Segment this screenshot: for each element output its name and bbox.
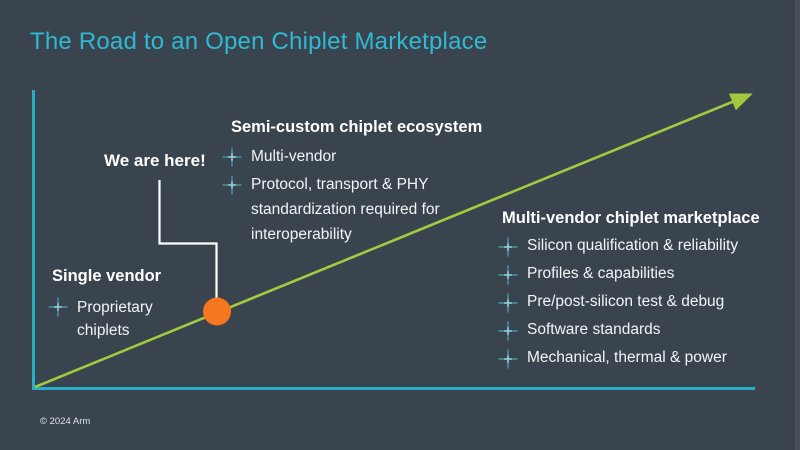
list-item: Proprietary chiplets (48, 296, 218, 342)
list-item: Software standards (498, 320, 788, 341)
stage-marketplace: Multi-vendor chiplet marketplace Silicon… (498, 208, 788, 369)
bullet-text: Pre/post-silicon test & debug (527, 293, 725, 310)
plus-icon (498, 265, 518, 285)
bullet-text: Silicon qualification & reliability (527, 237, 739, 254)
stage-semi-custom: Semi-custom chiplet ecosystem Multi-vend… (222, 117, 492, 247)
bullet-text: Software standards (527, 321, 661, 338)
connector-line (158, 180, 218, 300)
list-item: Mechanical, thermal & power (498, 348, 788, 369)
bullet-text: Proprietary chiplets (77, 299, 153, 339)
stage-heading: Multi-vendor chiplet marketplace (502, 209, 760, 227)
bullet-text: Profiles & capabilities (527, 265, 675, 282)
we-are-here-label: We are here! (104, 151, 206, 170)
plus-icon (222, 175, 242, 195)
growth-arrow (34, 93, 753, 389)
stage-heading: Semi-custom chiplet ecosystem (231, 118, 483, 136)
plus-icon (48, 297, 68, 317)
stage-single-vendor: Single vendor Proprietary chiplets (48, 266, 218, 342)
list-item: Profiles & capabilities (498, 264, 788, 285)
list-item: Protocol, transport & PHY standardizatio… (222, 172, 492, 247)
list-item: Silicon qualification & reliability (498, 236, 788, 257)
plus-icon (498, 237, 518, 257)
bullet-text: Multi-vendor (251, 148, 337, 165)
bullet-text: Protocol, transport & PHY standardizatio… (251, 176, 440, 243)
stage-heading: Single vendor (52, 267, 162, 285)
list-item: Pre/post-silicon test & debug (498, 292, 788, 313)
right-edge-highlight (795, 0, 800, 450)
page-title: The Road to an Open Chiplet Marketplace (30, 28, 488, 55)
bullet-text: Mechanical, thermal & power (527, 349, 727, 366)
plus-icon (222, 147, 242, 167)
plus-icon (498, 321, 518, 341)
copyright-text: © 2024 Arm (40, 416, 91, 427)
plus-icon (498, 293, 518, 313)
list-item: Multi-vendor (222, 144, 492, 169)
plus-icon (498, 349, 518, 369)
current-position-marker (203, 297, 231, 326)
